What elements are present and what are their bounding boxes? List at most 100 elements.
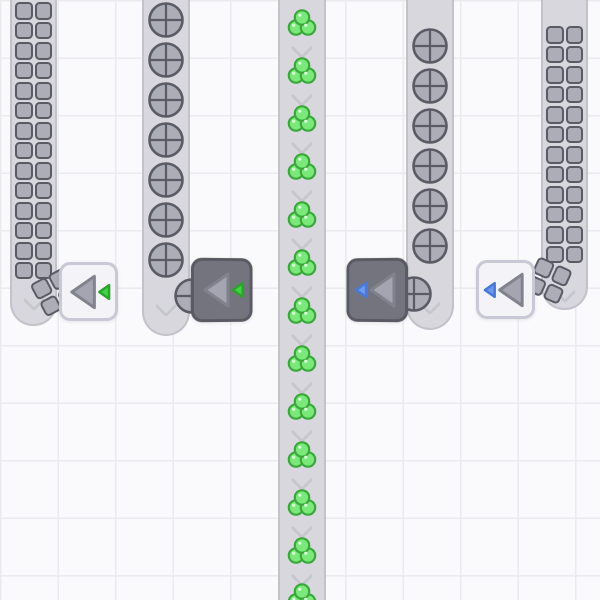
shape-item-square <box>15 82 52 119</box>
device-face <box>195 262 249 318</box>
cluster-graphic <box>287 393 317 420</box>
shape-item-square <box>546 226 583 263</box>
cluster-graphic <box>287 583 317 600</box>
shape-quadrant <box>565 165 583 183</box>
shape-item-green-cluster <box>287 440 317 475</box>
shape-item-circle <box>146 160 186 205</box>
shape-item-square <box>15 42 52 79</box>
shape-item-circle <box>410 26 450 71</box>
marker-triangle-icon <box>98 283 111 300</box>
shape-item-green-cluster <box>287 392 317 427</box>
shape-quadrant <box>15 2 33 20</box>
shape-quadrant <box>15 21 33 39</box>
shape-item-circle <box>146 200 186 245</box>
shape-quadrant <box>34 221 52 239</box>
shape-circle-graphic <box>148 42 184 78</box>
shape-quadrant <box>546 165 564 183</box>
shape-item-square <box>15 202 52 239</box>
shape-quadrant <box>546 186 564 204</box>
device-face <box>350 262 404 318</box>
shape-quadrant <box>15 122 33 140</box>
shape-circle-graphic <box>148 2 184 38</box>
cluster-graphic <box>287 297 317 324</box>
cluster-graphic <box>287 153 317 180</box>
filter-device-2[interactable] <box>190 257 253 323</box>
shape-item-green-cluster <box>287 582 317 600</box>
cluster-graphic <box>287 9 317 36</box>
shape-quadrant <box>34 82 52 100</box>
cluster-graphic <box>287 57 317 84</box>
cluster-graphic <box>287 537 317 564</box>
shape-item-circle <box>410 186 450 231</box>
shape-quadrant <box>15 261 33 279</box>
shape-quadrant <box>565 125 583 143</box>
shape-quadrant <box>15 42 33 60</box>
direction-triangle-icon <box>70 274 96 309</box>
shape-circle-graphic <box>148 242 184 278</box>
shape-item-green-cluster <box>287 296 317 331</box>
shape-circle-graphic <box>148 162 184 198</box>
shape-item-circle <box>146 40 186 85</box>
shape-item-green-cluster <box>287 152 317 187</box>
shape-circle-graphic <box>412 228 448 264</box>
shape-item-green-cluster <box>287 344 317 379</box>
direction-triangle-icon <box>205 274 228 306</box>
shape-quadrant <box>34 122 52 140</box>
shape-quadrant <box>565 26 583 44</box>
cluster-graphic <box>287 201 317 228</box>
shape-item-square <box>15 2 52 39</box>
direction-triangle-icon <box>498 272 524 307</box>
shape-quadrant <box>34 101 52 119</box>
shape-item-square <box>546 106 583 143</box>
shape-quadrant <box>546 245 564 263</box>
shape-item-square <box>546 146 583 183</box>
shape-quadrant <box>565 85 583 103</box>
shape-item-circle <box>146 120 186 165</box>
shape-quadrant <box>565 226 583 244</box>
marker-triangle-icon <box>483 281 496 298</box>
shape-quadrant <box>565 45 583 63</box>
shape-quadrant <box>565 106 583 124</box>
shape-item-circle <box>410 226 450 271</box>
shape-quadrant <box>34 242 52 260</box>
cluster-graphic <box>287 489 317 516</box>
shape-item-green-cluster <box>287 200 317 235</box>
filter-device-4[interactable] <box>476 260 535 319</box>
shape-item-square <box>15 122 52 159</box>
cluster-graphic <box>287 105 317 132</box>
shape-item-circle <box>146 240 186 285</box>
shape-quadrant <box>34 141 52 159</box>
filter-device-3[interactable] <box>346 257 409 323</box>
shape-quadrant <box>546 205 564 223</box>
direction-triangle-icon <box>371 274 394 306</box>
shape-quadrant <box>15 101 33 119</box>
shape-circle-graphic <box>148 122 184 158</box>
device-face <box>70 274 111 309</box>
filter-device-1[interactable] <box>59 262 118 321</box>
marker-triangle-icon <box>356 283 366 297</box>
shape-quadrant <box>34 202 52 220</box>
shape-circle-graphic <box>412 108 448 144</box>
shape-circle-graphic <box>412 28 448 64</box>
shape-circle-graphic <box>148 82 184 118</box>
shape-quadrant <box>546 146 564 164</box>
shape-quadrant <box>546 66 564 84</box>
device-face <box>483 272 524 307</box>
shape-quadrant <box>15 141 33 159</box>
shape-item-green-cluster <box>287 248 317 283</box>
shape-quadrant <box>15 82 33 100</box>
shape-item-green-cluster <box>287 56 317 91</box>
shape-quadrant <box>15 202 33 220</box>
shape-item-square <box>15 162 52 199</box>
shape-quadrant <box>34 61 52 79</box>
shape-quadrant <box>15 181 33 199</box>
shape-item-square <box>546 26 583 63</box>
shape-item-green-cluster <box>287 488 317 523</box>
shape-quadrant <box>565 186 583 204</box>
shape-item-green-cluster <box>287 104 317 139</box>
shape-item-circle <box>410 146 450 191</box>
shape-item-square <box>546 186 583 223</box>
shape-quadrant <box>34 2 52 20</box>
shape-quadrant <box>34 21 52 39</box>
